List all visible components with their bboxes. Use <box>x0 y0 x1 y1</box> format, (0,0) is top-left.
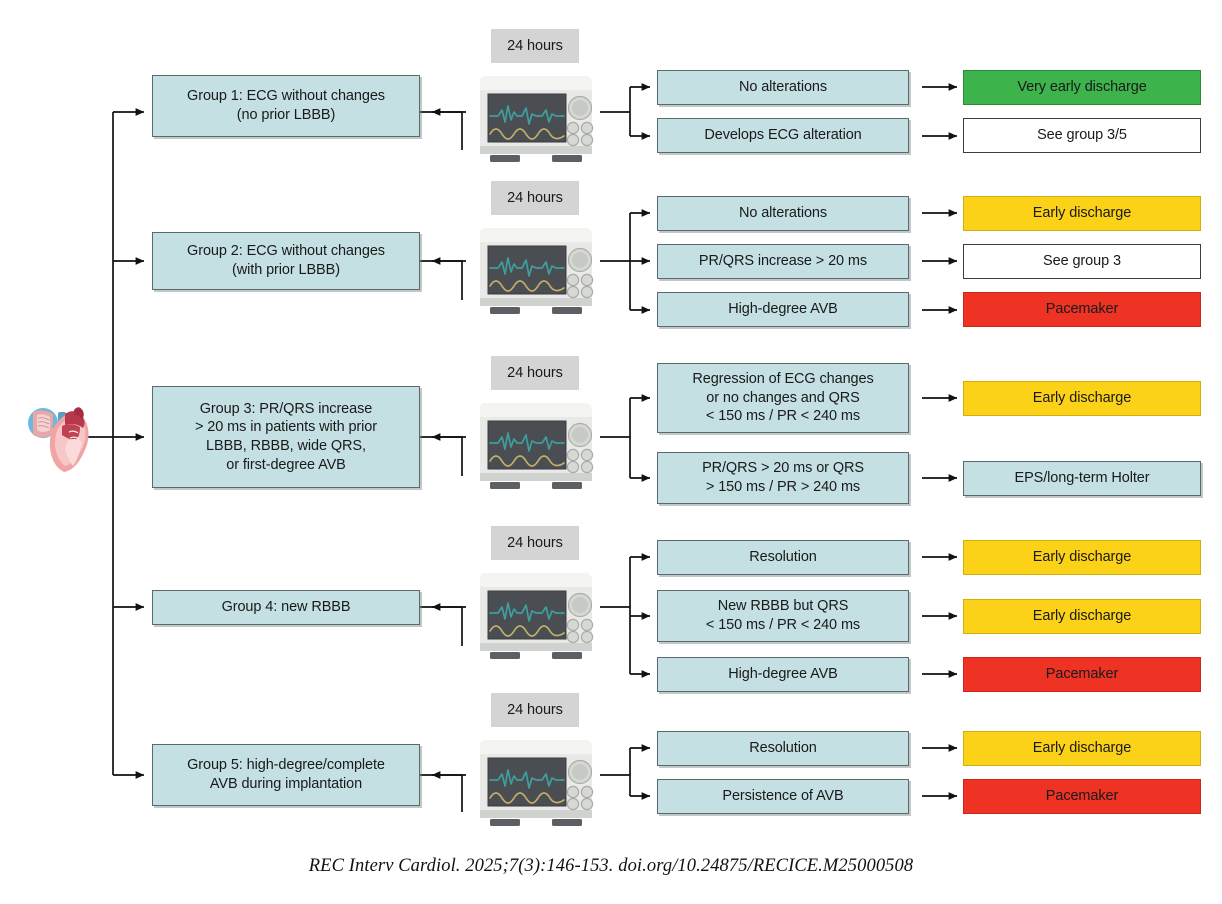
outcome-box-4[interactable]: See group 3 <box>963 244 1201 279</box>
outcome-box-10[interactable]: Pacemaker <box>963 657 1201 692</box>
outcome-box-6[interactable]: Early discharge <box>963 381 1201 416</box>
finding-box-6[interactable]: Regression of ECG changes or no changes … <box>657 363 909 433</box>
group-box-group5[interactable]: Group 5: high-degree/complete AVB during… <box>152 744 420 806</box>
group-box-group2[interactable]: Group 2: ECG without changes (with prior… <box>152 232 420 290</box>
outcome-box-5[interactable]: Pacemaker <box>963 292 1201 327</box>
finding-box-11[interactable]: Resolution <box>657 731 909 766</box>
ecg-monitor-5 <box>476 734 600 835</box>
duration-chip-3: 24 hours <box>491 356 579 390</box>
duration-chip-2: 24 hours <box>491 181 579 215</box>
outcome-box-12[interactable]: Pacemaker <box>963 779 1201 814</box>
finding-box-9[interactable]: New RBBB but QRS < 150 ms / PR < 240 ms <box>657 590 909 642</box>
heart-tavi-icon <box>28 407 89 472</box>
finding-box-8[interactable]: Resolution <box>657 540 909 575</box>
ecg-monitor-icon <box>480 403 594 489</box>
finding-box-7[interactable]: PR/QRS > 20 ms or QRS > 150 ms / PR > 24… <box>657 452 909 504</box>
ecg-monitor-1 <box>476 70 600 171</box>
figure-caption: REC Interv Cardiol. 2025;7(3):146-153. d… <box>308 856 914 876</box>
group-box-group4[interactable]: Group 4: new RBBB <box>152 590 420 625</box>
ecg-monitor-2 <box>476 222 600 323</box>
finding-box-2[interactable]: Develops ECG alteration <box>657 118 909 153</box>
ecg-monitor-icon <box>480 573 594 659</box>
outcome-box-9[interactable]: Early discharge <box>963 599 1201 634</box>
group-box-group3[interactable]: Group 3: PR/QRS increase > 20 ms in pati… <box>152 386 420 488</box>
finding-box-3[interactable]: No alterations <box>657 196 909 231</box>
outcome-box-2[interactable]: See group 3/5 <box>963 118 1201 153</box>
finding-box-5[interactable]: High-degree AVB <box>657 292 909 327</box>
finding-box-4[interactable]: PR/QRS increase > 20 ms <box>657 244 909 279</box>
duration-chip-4: 24 hours <box>491 526 579 560</box>
ecg-monitor-3 <box>476 397 600 498</box>
outcome-box-1[interactable]: Very early discharge <box>963 70 1201 105</box>
outcome-box-7[interactable]: EPS/long-term Holter <box>963 461 1201 496</box>
group-box-group1[interactable]: Group 1: ECG without changes (no prior L… <box>152 75 420 137</box>
finding-box-10[interactable]: High-degree AVB <box>657 657 909 692</box>
outcome-box-11[interactable]: Early discharge <box>963 731 1201 766</box>
duration-chip-5: 24 hours <box>491 693 579 727</box>
finding-box-1[interactable]: No alterations <box>657 70 909 105</box>
outcome-box-3[interactable]: Early discharge <box>963 196 1201 231</box>
ecg-monitor-icon <box>480 228 594 314</box>
ecg-monitor-icon <box>480 76 594 162</box>
outcome-box-8[interactable]: Early discharge <box>963 540 1201 575</box>
ecg-monitor-4 <box>476 567 600 668</box>
heart-illustration <box>28 396 90 478</box>
ecg-monitor-icon <box>480 740 594 826</box>
duration-chip-1: 24 hours <box>491 29 579 63</box>
finding-box-12[interactable]: Persistence of AVB <box>657 779 909 814</box>
